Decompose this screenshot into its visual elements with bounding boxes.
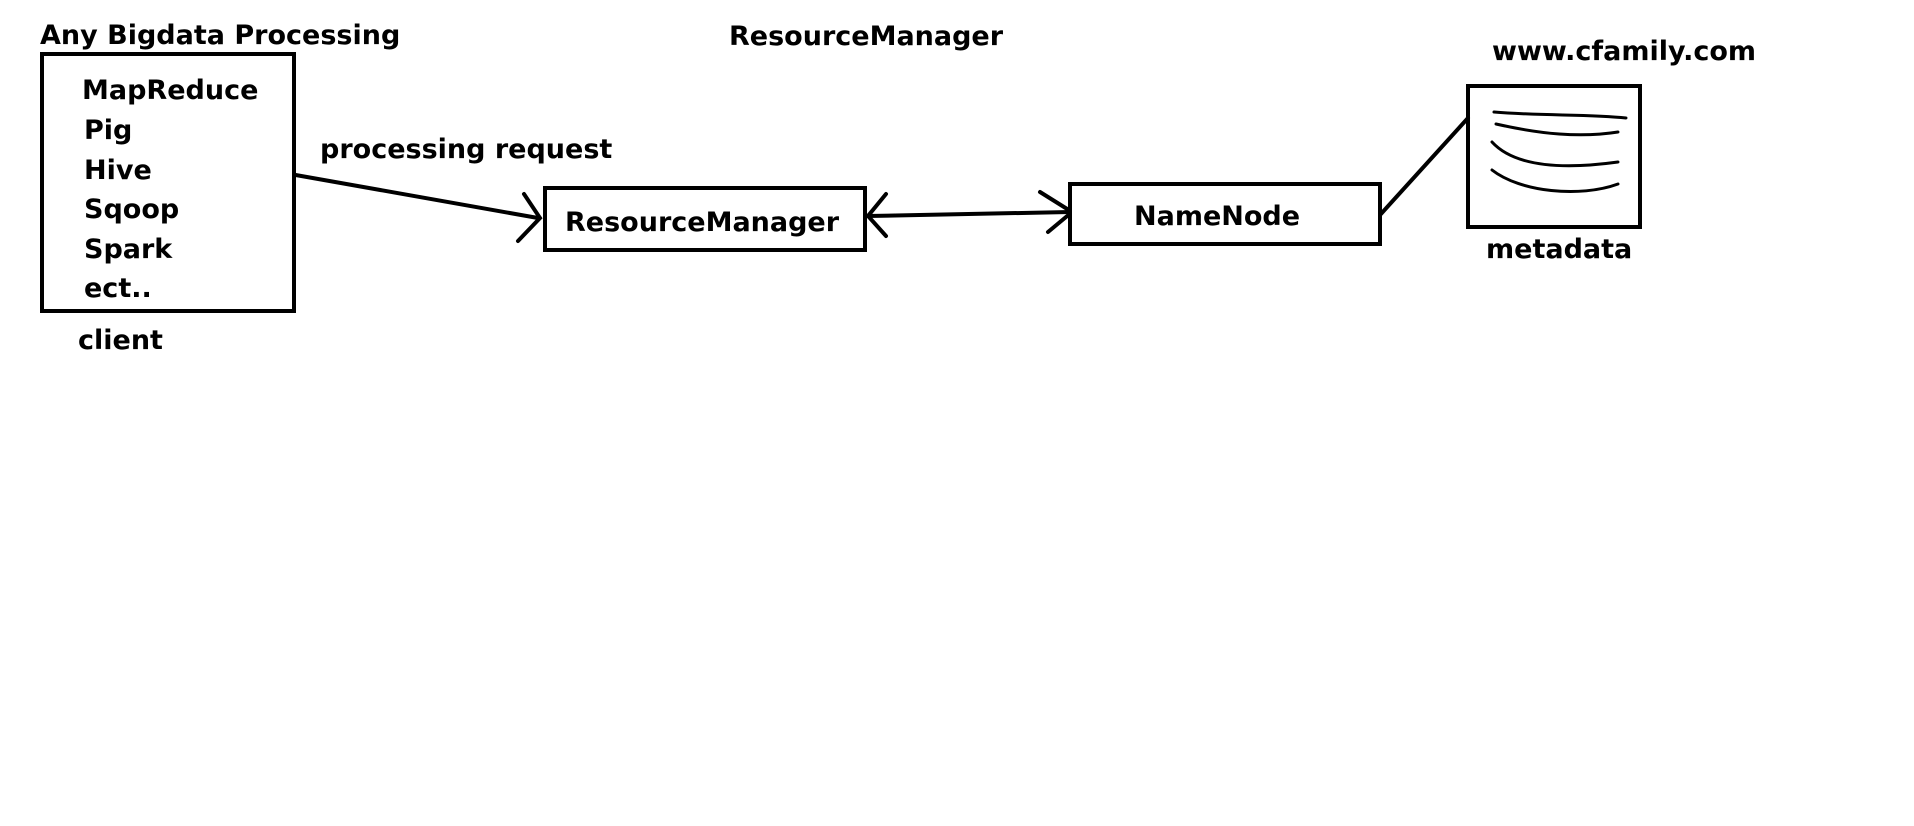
metadata-connector (1378, 116, 1470, 217)
namenode-box: NameNode (1068, 182, 1382, 246)
diagram-title: Any Bigdata Processing (40, 20, 401, 51)
website-label: www.cfamily.com (1492, 36, 1757, 67)
resource-manager-box: ResourceManager (543, 186, 867, 252)
processing-request-arrow (288, 172, 543, 243)
client-item: Pig (84, 115, 133, 146)
metadata-label: metadata (1486, 234, 1633, 265)
client-item: MapReduce (82, 75, 259, 106)
client-label: client (78, 325, 163, 356)
resource-manager-label: ResourceManager (565, 207, 840, 238)
client-item: ect.. (84, 273, 152, 304)
client-item: Hive (84, 155, 152, 186)
metadata-document-frame (1466, 84, 1642, 229)
processing-request-label: processing request (320, 134, 613, 165)
client-item: Spark (84, 234, 173, 265)
bidirectional-arrow (865, 190, 1076, 238)
header-label: ResourceManager (729, 21, 1004, 52)
namenode-label: NameNode (1134, 201, 1301, 232)
client-box: MapReduce Pig Hive Sqoop Spark ect.. (40, 52, 296, 313)
client-item: Sqoop (84, 194, 180, 225)
